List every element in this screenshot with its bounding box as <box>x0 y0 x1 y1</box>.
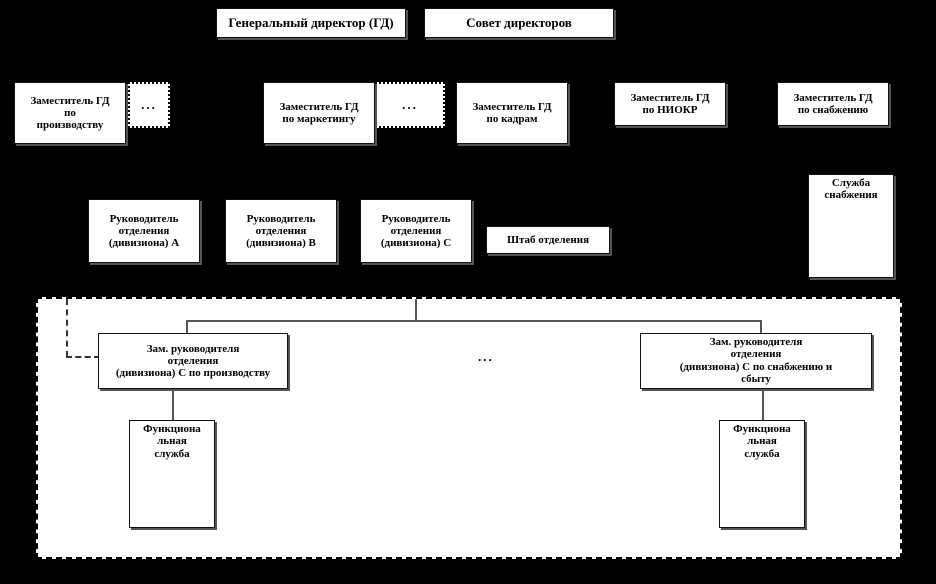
box-deputy-division-c-production: Зам. руководителя отделения (дивизиона) … <box>98 333 288 389</box>
box-supply-service: Служба снабжения <box>808 174 894 278</box>
connector-drop-right-deputy <box>760 320 762 334</box>
box-deputy-division-c-production-label: Зам. руководителя отделения (дивизиона) … <box>115 342 271 380</box>
ellipsis-box-marketing-label: ... <box>402 97 418 112</box>
box-deputy-hr: Заместитель ГД по кадрам <box>456 82 568 144</box>
ellipsis-division-deputies: ... <box>478 349 494 364</box>
box-deputy-supply: Заместитель ГД по снабжению <box>777 82 889 126</box>
box-ceo: Генеральный директор (ГД) <box>216 8 406 38</box>
box-deputy-supply-label: Заместитель ГД по снабжению <box>793 91 873 116</box>
ellipsis-box-production-label: ... <box>141 97 157 112</box>
box-division-head-c: Руководитель отделения (дивизиона) С <box>360 199 472 263</box>
box-functional-service-right: Функциона льная служба <box>719 420 805 528</box>
box-functional-service-left: Функциона льная служба <box>129 420 215 528</box>
box-deputy-production-label: Заместитель ГД по производству <box>30 94 110 132</box>
box-deputy-division-c-supply-label: Зам. руководителя отделения (дивизиона) … <box>679 336 833 385</box>
connector-drop-right-functional <box>762 389 764 420</box>
box-deputy-production: Заместитель ГД по производству <box>14 82 126 144</box>
box-board-of-directors-label: Совет директоров <box>466 14 572 30</box>
box-functional-service-left-label: Функциона льная служба <box>143 423 201 460</box>
box-deputy-rnd-label: Заместитель ГД по НИОКР <box>630 91 710 116</box>
box-division-staff: Штаб отделения <box>486 226 610 254</box>
box-division-head-a: Руководитель отделения (дивизиона) А <box>88 199 200 263</box>
connector-dashed-vertical <box>66 299 68 357</box>
connector-bus-riser <box>415 299 417 321</box>
box-division-head-a-label: Руководитель отделения (дивизиона) А <box>108 212 180 250</box>
connector-dashed-horizontal <box>66 356 100 358</box>
box-deputy-marketing-label: Заместитель ГД по маркетингу <box>279 100 359 125</box>
box-division-head-b-label: Руководитель отделения (дивизиона) В <box>246 212 316 250</box>
box-functional-service-right-label: Функциона льная служба <box>733 423 791 460</box>
box-division-staff-label: Штаб отделения <box>506 233 590 246</box>
box-deputy-marketing: Заместитель ГД по маркетингу <box>263 82 375 144</box>
box-division-head-c-label: Руководитель отделения (дивизиона) С <box>380 212 452 250</box>
connector-drop-left-deputy <box>186 320 188 334</box>
connector-drop-left-functional <box>172 389 174 420</box>
connector-bus-horizontal <box>186 320 761 322</box>
box-supply-service-label: Служба снабжения <box>824 177 878 202</box>
box-division-head-b: Руководитель отделения (дивизиона) В <box>225 199 337 263</box>
box-deputy-rnd: Заместитель ГД по НИОКР <box>614 82 726 126</box>
ellipsis-box-production: ... <box>128 82 170 128</box>
box-deputy-hr-label: Заместитель ГД по кадрам <box>472 100 552 125</box>
box-board-of-directors: Совет директоров <box>424 8 614 38</box>
ellipsis-box-marketing: ... <box>375 82 445 128</box>
box-ceo-label: Генеральный директор (ГД) <box>228 14 394 30</box>
box-deputy-division-c-supply: Зам. руководителя отделения (дивизиона) … <box>640 333 872 389</box>
